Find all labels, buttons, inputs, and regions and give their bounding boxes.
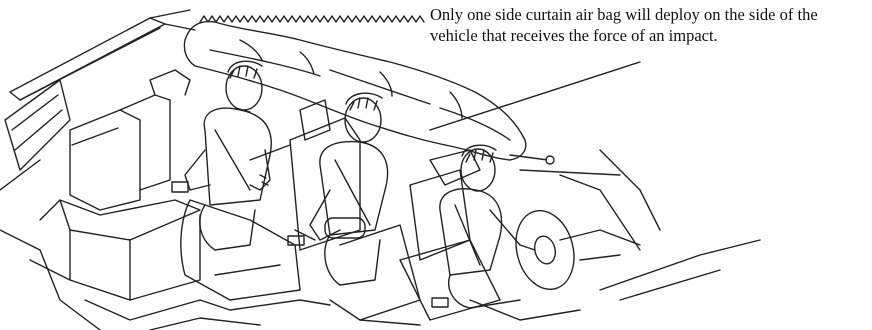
callout-leader-line <box>430 62 640 130</box>
airbag-callout-text: Only one side curtain air bag will deplo… <box>430 4 866 46</box>
rear-window <box>0 80 70 190</box>
front-seats <box>400 150 580 320</box>
occupant-driver <box>432 145 640 308</box>
rear-seat <box>30 70 200 320</box>
occupant-middle <box>288 93 388 285</box>
